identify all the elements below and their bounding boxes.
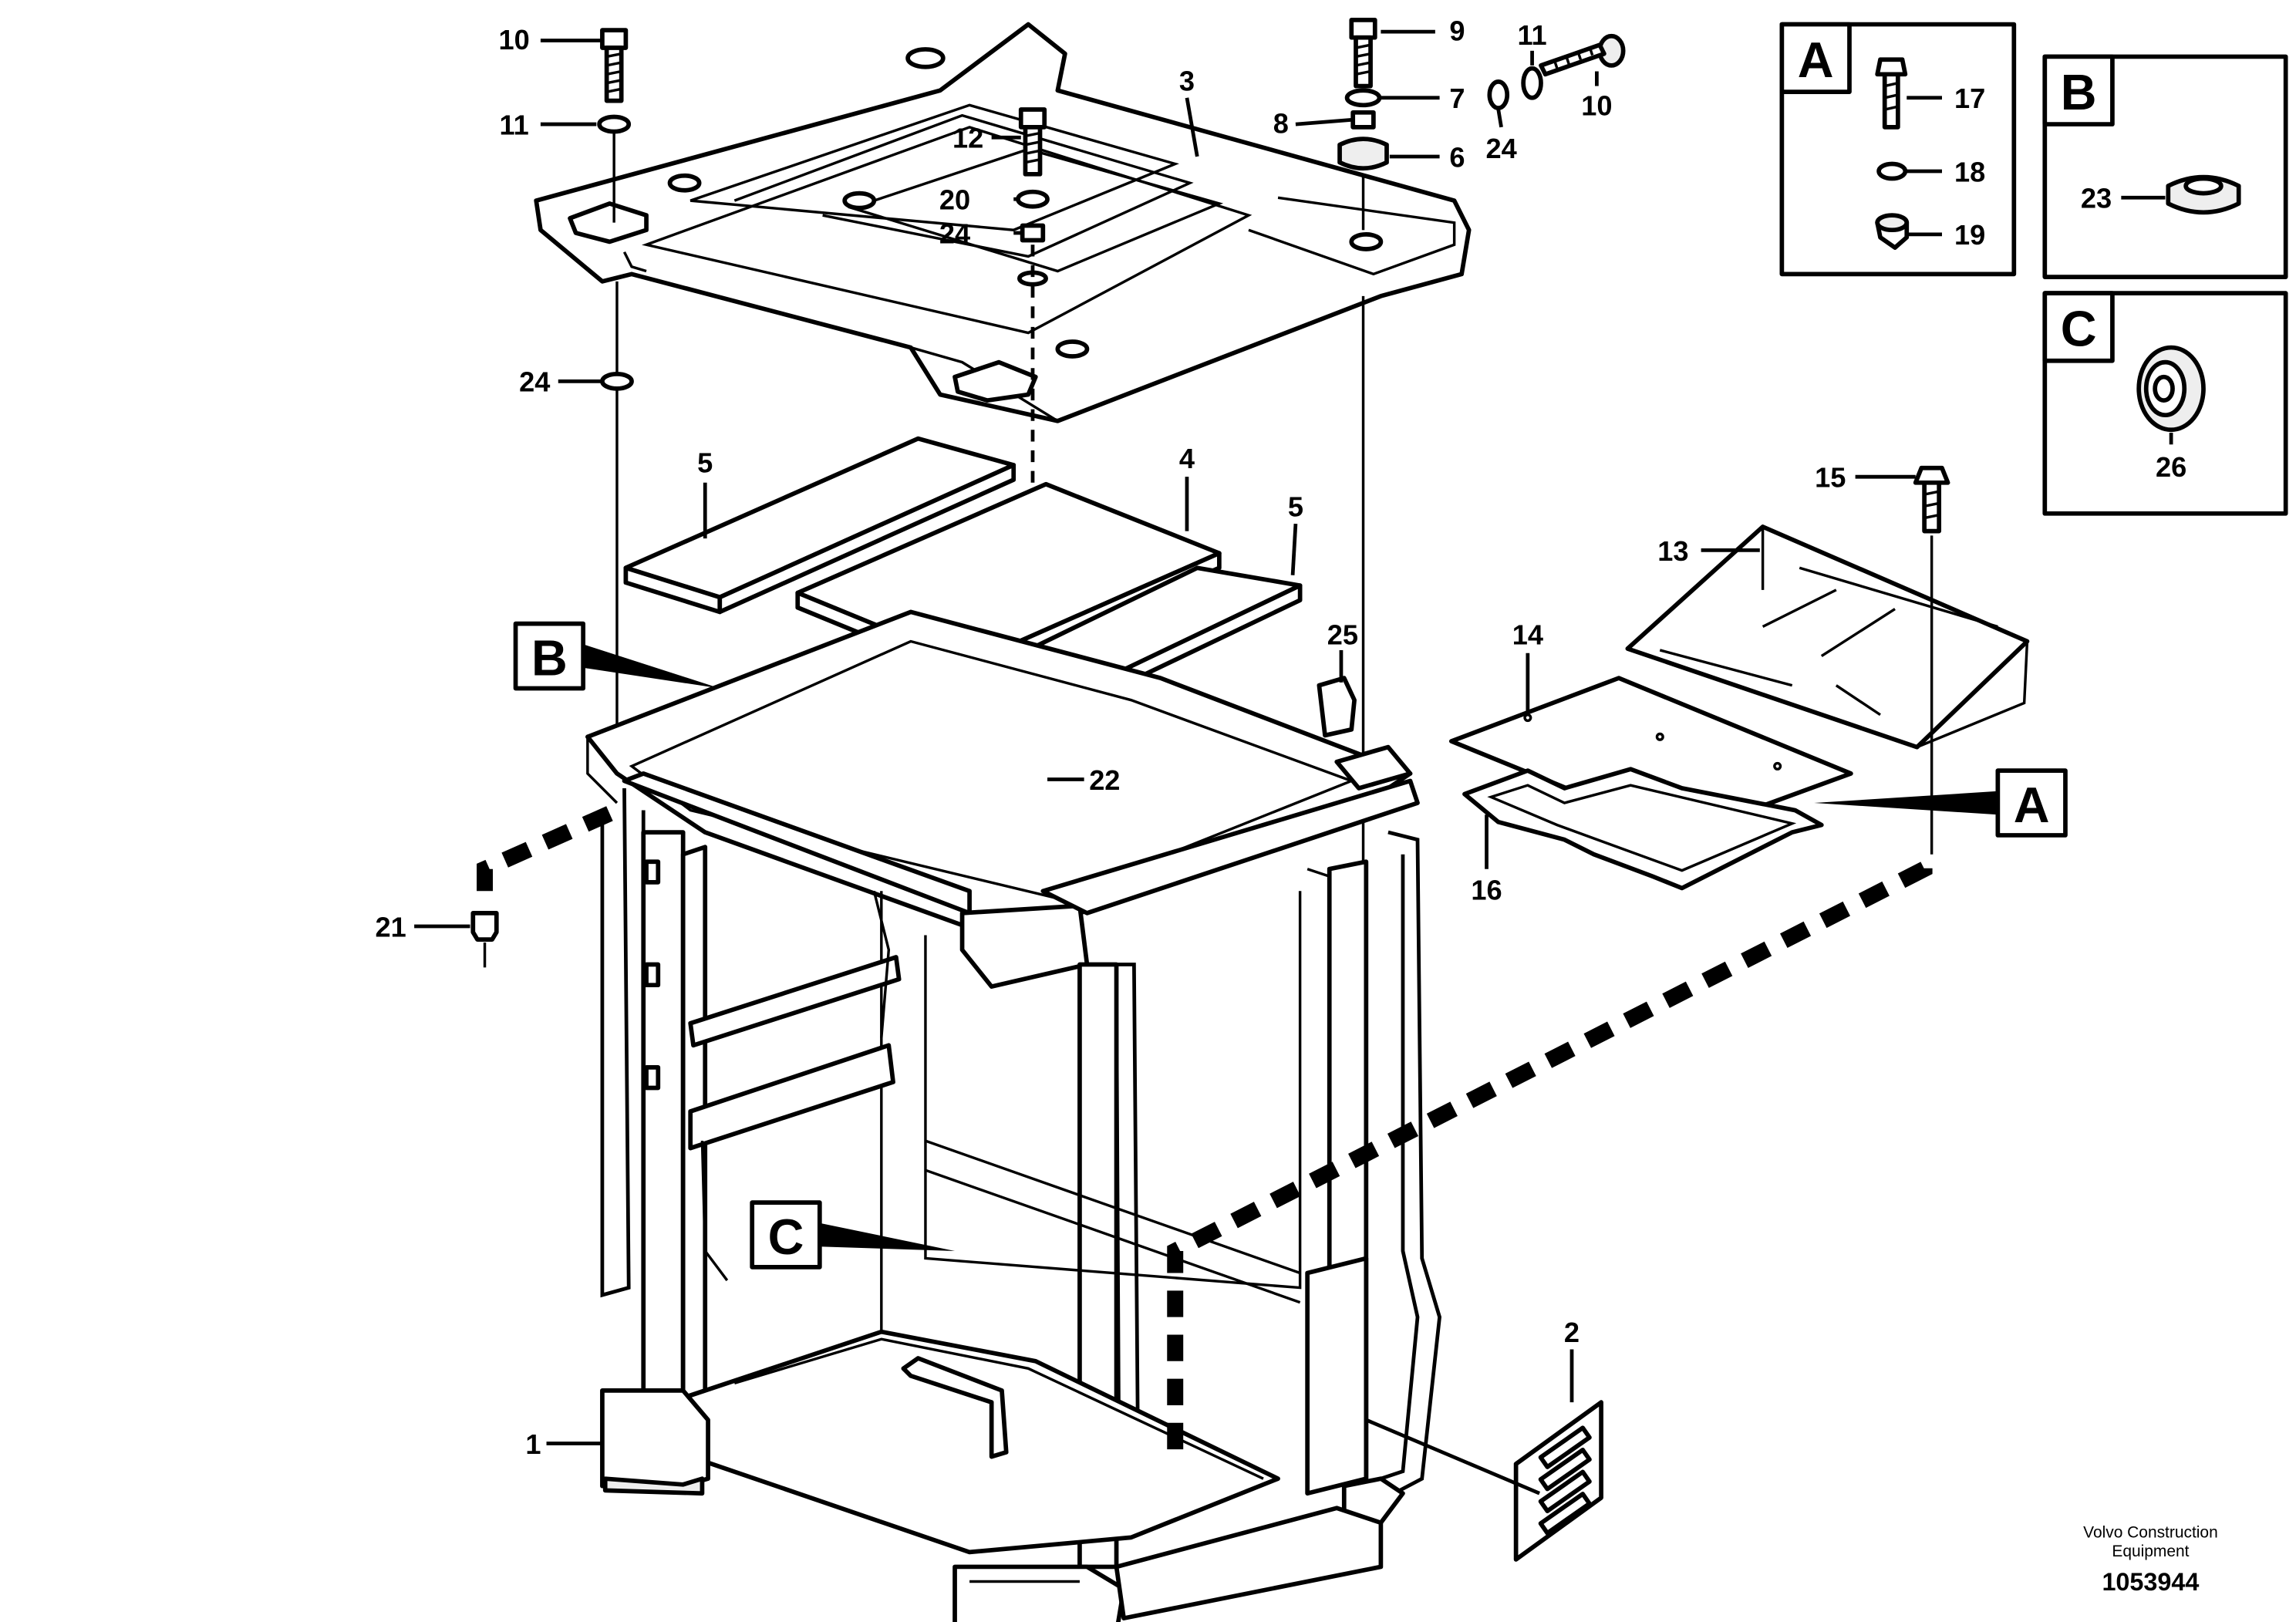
callout-5-right: 5 <box>1288 491 1303 523</box>
detail-box-c: C <box>2042 291 2288 516</box>
detail-label-a: A <box>1798 32 1834 88</box>
reference-label-a: A <box>1814 768 2068 838</box>
spacer-24-center <box>1020 223 1046 243</box>
rubber-mount-6 <box>1337 137 1389 170</box>
detail-box-a: A <box>1779 22 2017 277</box>
callout-21: 21 <box>376 911 406 943</box>
bracket-25 <box>1317 676 1357 738</box>
svg-text:B: B <box>531 629 568 686</box>
company-name-line1: Volvo Construction <box>2083 1523 2218 1541</box>
washer-11-left <box>597 114 632 134</box>
callout-25: 25 <box>1327 619 1358 650</box>
callout-26: 26 <box>2156 451 2186 483</box>
washer-20 <box>1016 189 1050 209</box>
callout-13: 13 <box>1657 535 1688 567</box>
callout-22: 22 <box>1089 764 1120 796</box>
callout-24-center: 24 <box>939 218 970 249</box>
cab-frame <box>585 609 1441 1622</box>
callout-8: 8 <box>1273 107 1289 139</box>
callout-23: 23 <box>2081 183 2112 214</box>
washer-7 <box>1344 88 1382 108</box>
callout-17: 17 <box>1954 83 1985 114</box>
floor-seal-16 <box>1462 767 1824 891</box>
callout-5-left: 5 <box>697 447 713 478</box>
detail-label-b: B <box>2061 64 2097 120</box>
roof-panel <box>534 22 1472 423</box>
drawing-number: 1053944 <box>2102 1568 2199 1596</box>
callout-10-left: 10 <box>499 24 530 56</box>
detail-box-b: B <box>2042 54 2288 280</box>
detail-label-c: C <box>2061 301 2097 357</box>
callout-24-right: 24 <box>1485 133 1516 164</box>
callout-12: 12 <box>952 123 983 154</box>
footer: Volvo Construction Equipment 1053944 <box>2083 1523 2218 1596</box>
callout-3: 3 <box>1179 65 1195 96</box>
callout-20: 20 <box>939 184 970 216</box>
company-name-line2: Equipment <box>2112 1543 2189 1560</box>
callout-2: 2 <box>1564 1317 1580 1348</box>
floor-plate-13 <box>1625 524 2030 750</box>
callout-15: 15 <box>1815 462 1846 494</box>
insulation-pad-5-left <box>623 436 1017 615</box>
fastener-12 <box>1018 107 1047 177</box>
step-plate-2 <box>1513 1400 1603 1562</box>
callout-4: 4 <box>1179 443 1195 474</box>
callout-19: 19 <box>1954 219 1985 251</box>
callout-18: 18 <box>1954 156 1985 187</box>
callout-24-left: 24 <box>519 366 550 398</box>
callout-9: 9 <box>1449 15 1465 47</box>
callout-16: 16 <box>1471 875 1502 906</box>
leader-lines <box>414 29 2173 1496</box>
washer-24-right <box>1487 79 1510 110</box>
washer-11-right <box>1521 66 1543 100</box>
callout-11-right: 11 <box>1517 19 1546 51</box>
callout-10-right: 10 <box>1581 90 1612 122</box>
fastener-10-right <box>1539 33 1626 77</box>
fastener-10-left <box>600 28 629 103</box>
callout-1: 1 <box>525 1428 541 1460</box>
nut-21 <box>470 911 499 968</box>
callout-numbers: 10 11 12 20 24 3 9 7 8 6 24 11 10 24 5 4… <box>376 15 2187 1460</box>
svg-text:C: C <box>768 1209 804 1265</box>
callout-7: 7 <box>1449 83 1465 114</box>
spacer-8 <box>1350 110 1376 130</box>
callout-6: 6 <box>1449 141 1465 173</box>
callout-11-left: 11 <box>500 109 529 140</box>
fastener-9 <box>1349 17 1377 89</box>
callout-14: 14 <box>1512 619 1543 650</box>
washer-24-left <box>600 372 634 391</box>
reference-label-c: C <box>750 1200 956 1270</box>
svg-text:A: A <box>2014 777 2050 833</box>
